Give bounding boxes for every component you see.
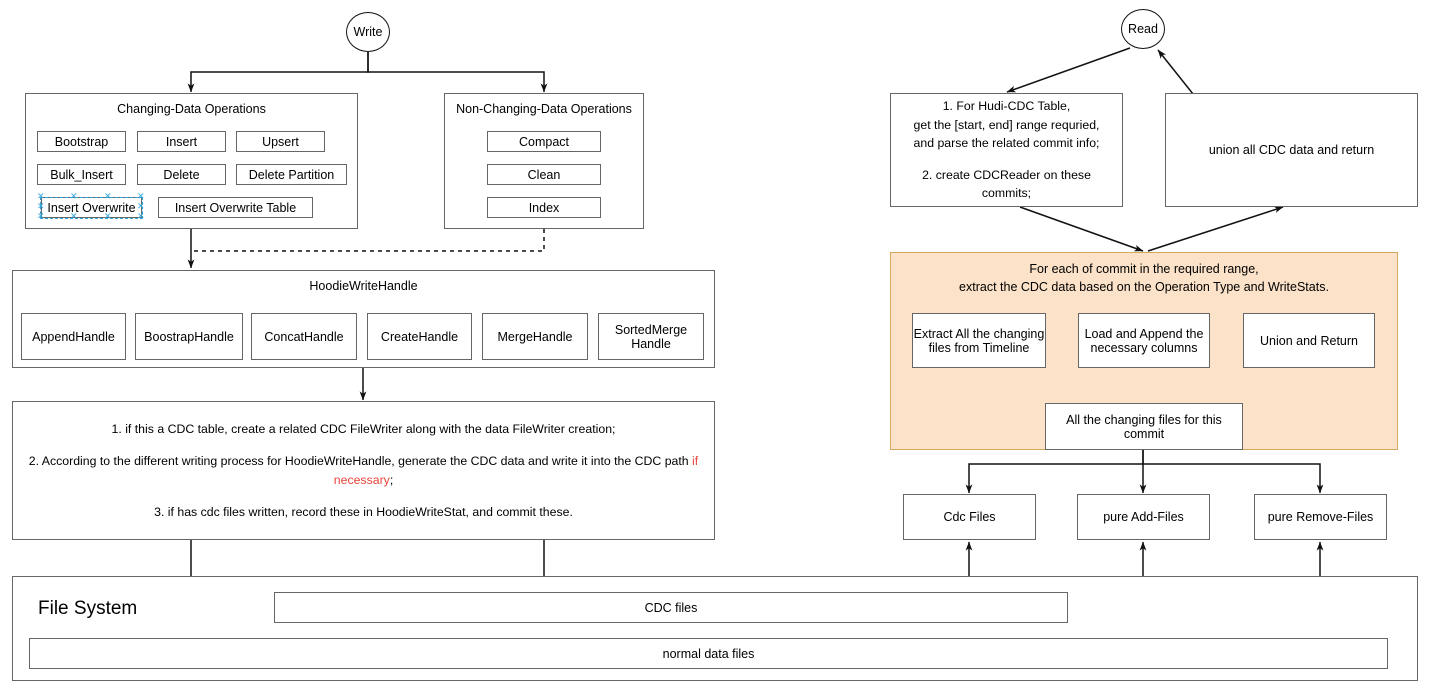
read-start-node[interactable]: Read	[1121, 9, 1165, 49]
file-kind-pure-add-files-label: pure Add-Files	[1103, 510, 1184, 524]
handle-bootstrap-label: BoostrapHandle	[144, 329, 234, 344]
op-insert-overwrite-label: Insert Overwrite	[47, 200, 136, 215]
read-start-label: Read	[1128, 22, 1158, 36]
read-step1-text: 1. For Hudi-CDC Table, get the [start, e…	[891, 97, 1122, 202]
read-step1-line-5: 2. create CDCReader on these	[922, 167, 1091, 182]
panel-box-union-and-return[interactable]: Union and Return	[1243, 313, 1375, 368]
handle-bootstrap[interactable]: BoostrapHandle	[135, 313, 243, 360]
handle-append-label: AppendHandle	[32, 329, 115, 344]
handle-concat[interactable]: ConcatHandle	[251, 313, 357, 360]
op-insert-overwrite-table[interactable]: Insert Overwrite Table	[158, 197, 313, 218]
op-compact-label: Compact	[518, 134, 570, 149]
write-step-2: 2. According to the different writing pr…	[27, 452, 700, 489]
file-kind-pure-remove-files[interactable]: pure Remove-Files	[1254, 494, 1387, 540]
op-upsert-label: Upsert	[262, 134, 299, 149]
handle-concat-label: ConcatHandle	[264, 329, 344, 344]
op-bulk-insert-label: Bulk_Insert	[50, 167, 113, 182]
file-kind-cdc-files-label: Cdc Files	[943, 510, 996, 524]
file-kind-pure-add-files[interactable]: pure Add-Files	[1077, 494, 1210, 540]
op-delete-partition-label: Delete Partition	[248, 167, 335, 182]
cdc-files-bar-label: CDC files	[644, 600, 698, 615]
per-commit-extract-heading: For each of commit in the required range…	[890, 261, 1398, 296]
panel-box-extract-changing-files[interactable]: Extract All the changing files from Time…	[912, 313, 1046, 368]
op-clean[interactable]: Clean	[487, 164, 601, 185]
read-step1-box[interactable]: 1. For Hudi-CDC Table, get the [start, e…	[890, 93, 1123, 207]
write-start-node[interactable]: Write	[346, 12, 390, 52]
hoodie-write-handle-group[interactable]: HoodieWriteHandle	[12, 270, 715, 368]
panel-box-load-append-columns-label: Load and Append the necessary columns	[1084, 326, 1204, 355]
read-step1-spacer	[897, 153, 1116, 166]
handle-merge-label: MergeHandle	[497, 329, 573, 344]
handle-sorted-merge[interactable]: SortedMerge Handle	[598, 313, 704, 360]
file-system-label: File System	[38, 598, 138, 619]
op-upsert[interactable]: Upsert	[236, 131, 325, 152]
write-start-label: Write	[353, 25, 383, 39]
panel-box-union-and-return-label: Union and Return	[1260, 333, 1358, 348]
handle-sorted-merge-label: SortedMerge Handle	[614, 322, 688, 351]
op-bootstrap[interactable]: Bootstrap	[37, 131, 126, 152]
op-index[interactable]: Index	[487, 197, 601, 218]
write-step-3: 3. if has cdc files written, record thes…	[154, 504, 573, 519]
normal-data-files-bar[interactable]: normal data files	[29, 638, 1388, 669]
hoodie-write-handle-title: HoodieWriteHandle	[309, 279, 418, 293]
write-step-2-suffix: ;	[389, 472, 394, 487]
panel-heading-line-2: extract the CDC data based on the Operat…	[959, 279, 1329, 294]
op-insert-overwrite[interactable]: Insert Overwrite	[41, 197, 142, 218]
handle-create[interactable]: CreateHandle	[367, 313, 472, 360]
read-step1-line-1: 1. For Hudi-CDC Table,	[942, 99, 1071, 114]
handle-append[interactable]: AppendHandle	[21, 313, 126, 360]
read-step1-line-3: and parse the related commit info;	[913, 136, 1100, 151]
panel-box-all-changing-files-label: All the changing files for this commit	[1066, 412, 1222, 441]
op-insert[interactable]: Insert	[137, 131, 226, 152]
op-insert-overwrite-table-label: Insert Overwrite Table	[174, 200, 297, 215]
op-index-label: Index	[528, 200, 560, 215]
non-changing-data-operations-group[interactable]: Non-Changing-Data Operations	[444, 93, 644, 229]
write-step-2-highlight: if necessary	[333, 454, 699, 487]
panel-heading-line-1: For each of commit in the required range…	[1029, 262, 1259, 276]
op-delete-label: Delete	[163, 167, 200, 182]
panel-box-load-append-columns[interactable]: Load and Append the necessary columns	[1078, 313, 1210, 368]
op-compact[interactable]: Compact	[487, 131, 601, 152]
op-bulk-insert[interactable]: Bulk_Insert	[37, 164, 126, 185]
handle-merge[interactable]: MergeHandle	[482, 313, 588, 360]
read-step1-line-6: commits;	[981, 186, 1032, 201]
write-step-2-prefix: 2. According to the different writing pr…	[28, 454, 693, 469]
read-union-box[interactable]: union all CDC data and return	[1165, 93, 1418, 207]
op-delete[interactable]: Delete	[137, 164, 226, 185]
read-union-box-label: union all CDC data and return	[1208, 142, 1375, 157]
op-clean-label: Clean	[527, 167, 561, 182]
op-insert-label: Insert	[165, 134, 198, 149]
file-kind-cdc-files[interactable]: Cdc Files	[903, 494, 1036, 540]
non-changing-data-operations-title: Non-Changing-Data Operations	[456, 102, 632, 116]
write-steps-box[interactable]: 1. if this a CDC table, create a related…	[12, 401, 715, 540]
op-bootstrap-label: Bootstrap	[54, 134, 109, 149]
panel-box-extract-changing-files-label: Extract All the changing files from Time…	[913, 326, 1045, 355]
file-kind-pure-remove-files-label: pure Remove-Files	[1267, 510, 1374, 524]
handle-create-label: CreateHandle	[380, 329, 459, 344]
read-step1-line-2: get the [start, end] range requried,	[913, 117, 1100, 132]
changing-data-operations-title: Changing-Data Operations	[117, 102, 266, 116]
normal-data-files-bar-label: normal data files	[662, 646, 755, 661]
write-step-1: 1. if this a CDC table, create a related…	[111, 421, 616, 436]
op-delete-partition[interactable]: Delete Partition	[236, 164, 347, 185]
cdc-files-bar[interactable]: CDC files	[274, 592, 1068, 623]
panel-box-all-changing-files[interactable]: All the changing files for this commit	[1045, 403, 1243, 450]
write-steps-text: 1. if this a CDC table, create a related…	[13, 420, 714, 522]
